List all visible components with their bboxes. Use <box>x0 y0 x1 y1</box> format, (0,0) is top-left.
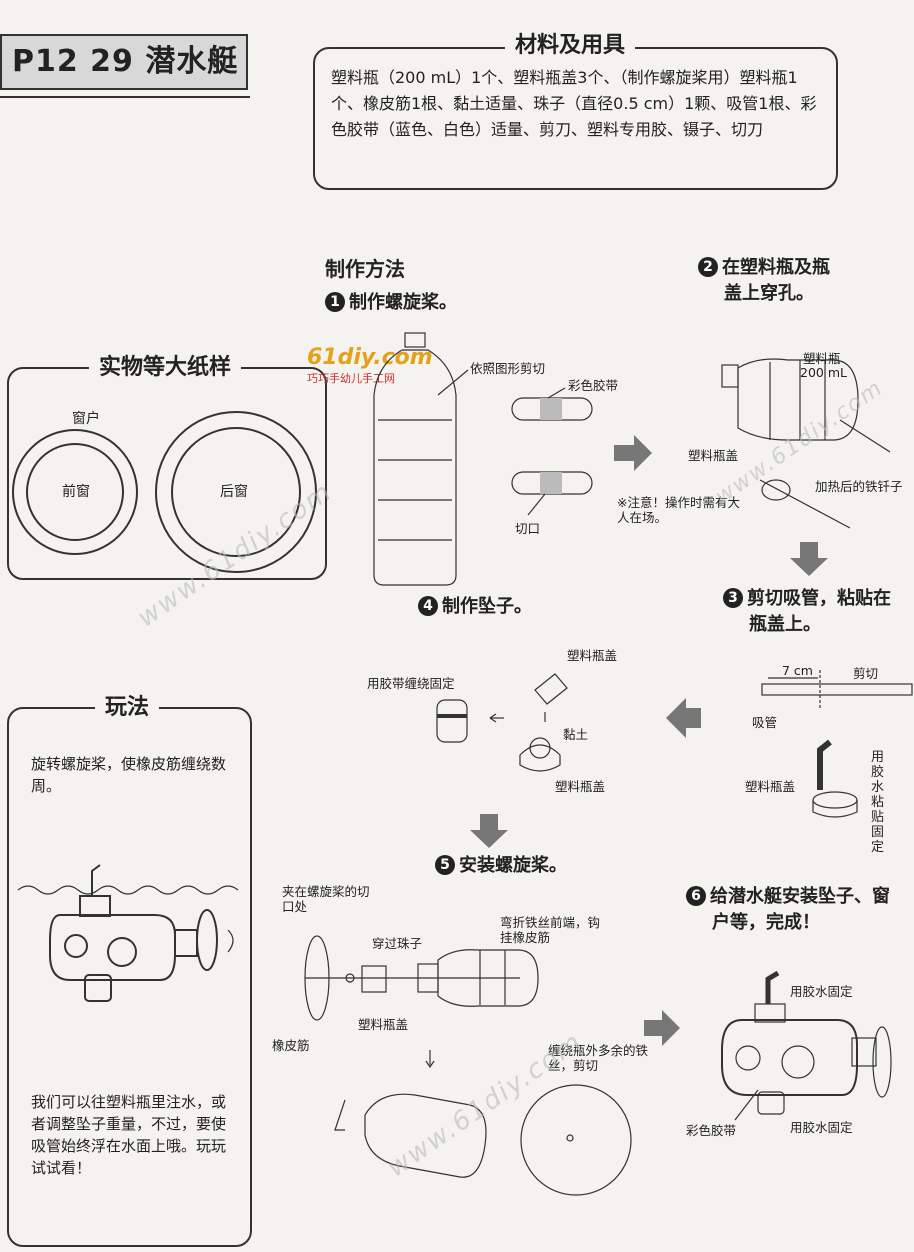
label-bottle-cap-s2: 塑料瓶盖 <box>688 448 739 463</box>
rear-window-label: 后窗 <box>220 484 248 500</box>
label-bend-wire: 弯折铁丝前端，钩挂橡皮筋 <box>500 915 601 945</box>
step-6-number: 6 <box>686 886 706 906</box>
label-bottle-200: 塑料瓶 <box>803 351 841 366</box>
label-cap-s3: 塑料瓶盖 <box>745 779 796 794</box>
label-thread-bead: 穿过珠子 <box>372 936 423 951</box>
step-6-text-1: 给潜水艇安装坠子、窗 <box>710 886 890 907</box>
step-3-text-2: 瓶盖上。 <box>749 614 821 635</box>
materials-body: 塑料瓶（200 mL）1个、塑料瓶盖3个、（制作螺旋桨用）塑料瓶1个、橡皮筋1根… <box>331 68 817 139</box>
method-title: 制作方法 <box>325 257 405 281</box>
caution-note: ※注意！操作时需有大人在场。 <box>617 495 740 525</box>
page-title: P12 29 潜水艇 <box>0 34 248 90</box>
template-title: 实物等大纸样 <box>89 355 242 381</box>
step-5-text: 安装螺旋桨。 <box>459 855 567 876</box>
materials-title: 材料及用具 <box>505 33 636 59</box>
step-4-text: 制作坠子。 <box>442 596 532 617</box>
label-cut-by-shape: 依照图形剪切 <box>470 361 546 376</box>
label-cut: 剪切 <box>853 666 879 681</box>
label-wrap-wire: 缠绕瓶外多余的铁丝，剪切 <box>548 1043 649 1073</box>
logo-text: 61diy.com <box>307 345 433 370</box>
label-cap-s5: 塑料瓶盖 <box>358 1017 409 1032</box>
step-1-text: 制作螺旋桨。 <box>349 292 457 313</box>
label-glue-fix-vertical: 用胶水粘贴固定 <box>871 750 885 855</box>
label-clip-notch: 夹在螺旋桨的切口处 <box>282 884 370 914</box>
label-cap-s4-bottom: 塑料瓶盖 <box>555 779 606 794</box>
label-cut-notch: 切口 <box>515 521 541 536</box>
step-3-text-1: 剪切吸管，粘贴在 <box>747 588 891 609</box>
play-text-1: 旋转螺旋桨，使橡皮筋缠绕数周。 <box>31 755 227 795</box>
label-cap-s4-top: 塑料瓶盖 <box>567 648 618 663</box>
label-glue-fix-top: 用胶水固定 <box>790 984 853 999</box>
window-label: 窗户 <box>72 411 100 427</box>
label-rubber-band: 橡皮筋 <box>272 1038 310 1053</box>
step-4-number: 4 <box>418 596 438 616</box>
template-panel: 实物等大纸样 <box>7 355 327 580</box>
label-heated-wire: 加热后的铁钎子 <box>815 479 903 494</box>
label-color-tape-s6: 彩色胶带 <box>686 1123 737 1138</box>
step-2-number: 2 <box>698 257 718 277</box>
materials-panel: 材料及用具 塑料瓶（200 mL）1个、塑料瓶盖3个、（制作螺旋桨用）塑料瓶1个… <box>313 33 838 190</box>
step-1-number: 1 <box>325 292 345 312</box>
step-6-text-2: 户等，完成！ <box>712 912 820 933</box>
label-tape-wrap: 用胶带缠绕固定 <box>367 676 455 691</box>
front-window-label: 前窗 <box>62 484 90 500</box>
logo-subtext: 巧巧手幼儿手工网 <box>307 372 395 385</box>
step-2-text-1: 在塑料瓶及瓶 <box>722 257 830 278</box>
play-title: 玩法 <box>95 695 160 721</box>
label-color-tape: 彩色胶带 <box>568 378 619 393</box>
title-divider <box>0 96 250 98</box>
label-straw-length: 7 cm <box>782 663 813 678</box>
label-straw: 吸管 <box>752 715 778 730</box>
play-text-2: 我们可以往塑料瓶里注水，或者调整坠子重量，不过，要使吸管始终浮在水面上哦。玩玩试… <box>31 1093 227 1177</box>
site-logo: 61diy.com 巧巧手幼儿手工网 <box>307 345 433 386</box>
play-panel: 玩法 旋转螺旋桨，使橡皮筋缠绕数周。 我们可以往塑料瓶里注水，或者调整坠子重量，… <box>7 695 252 1247</box>
label-clay: 黏土 <box>563 727 589 742</box>
step-3-number: 3 <box>723 588 743 608</box>
label-bottle-200-ml: 200 mL <box>800 365 847 380</box>
step-5-number: 5 <box>435 855 455 875</box>
label-glue-fix-bottom: 用胶水固定 <box>790 1120 853 1135</box>
step-2-text-2: 盖上穿孔。 <box>724 283 814 304</box>
